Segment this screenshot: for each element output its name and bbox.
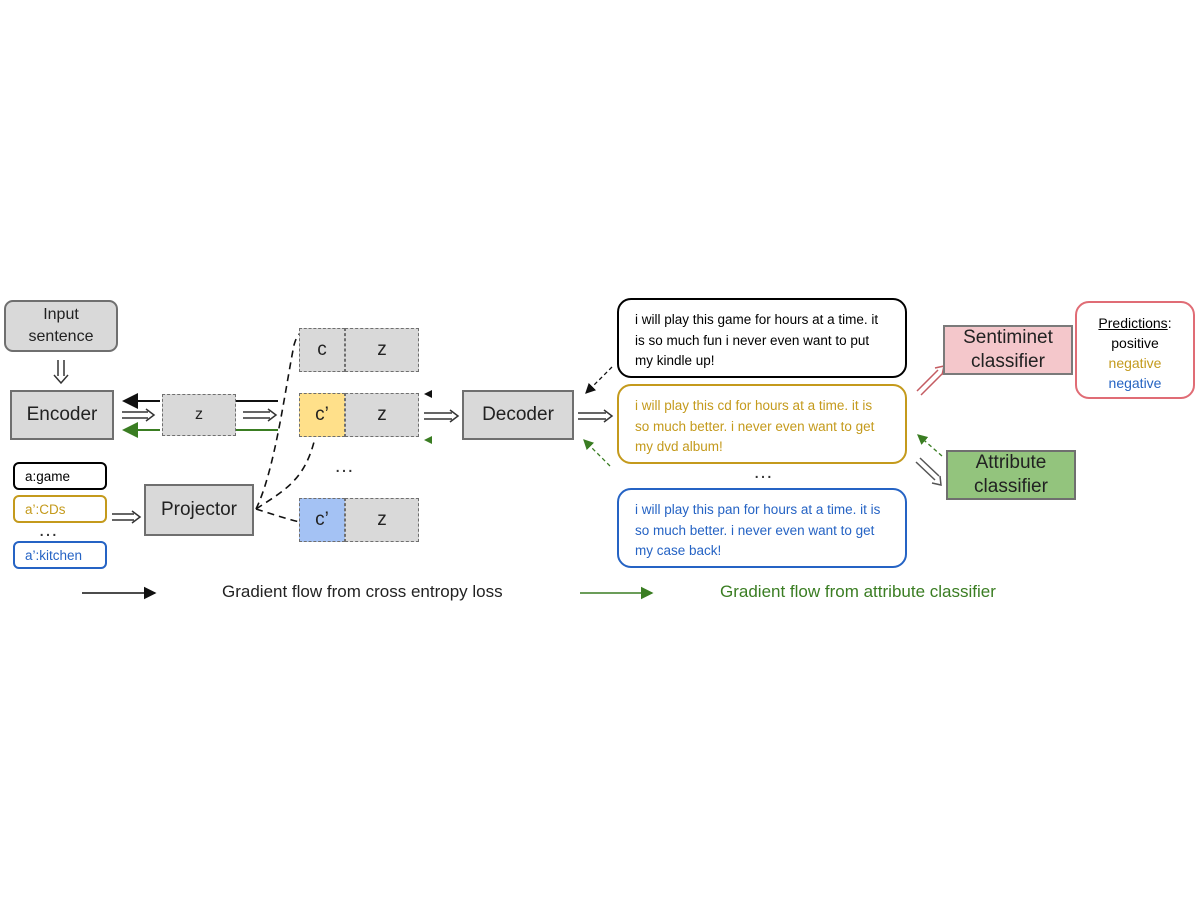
concat-z-box-middle: z bbox=[345, 393, 419, 437]
sample-kitchen: i will play this pan for hours at a time… bbox=[617, 488, 907, 568]
projector-box: Projector bbox=[144, 484, 254, 536]
projector-to-c-dashed bbox=[255, 331, 303, 510]
sentiment-classifier-box: Sentiminet classifier bbox=[943, 325, 1073, 375]
z-label-top: z bbox=[377, 339, 387, 360]
input-to-encoder-arrow bbox=[53, 360, 69, 385]
gradient-black-tip bbox=[424, 390, 432, 398]
attribute-game-label: a:game bbox=[25, 468, 71, 484]
sample-kitchen-text: i will play this pan for hours at a time… bbox=[635, 502, 881, 558]
gradient-green-from-attribute-classifier bbox=[917, 434, 943, 457]
sample-to-sentiment-arrow bbox=[916, 365, 945, 396]
attribute-game: a:game bbox=[13, 462, 107, 490]
sample-game: i will play this game for hours at a tim… bbox=[617, 298, 907, 378]
concat-c-prime-yellow-box: c’ bbox=[299, 393, 345, 437]
projector-to-c-prime-blue-dashed bbox=[255, 508, 301, 523]
encoder-to-z-arrow bbox=[122, 408, 156, 422]
legend-green-label: Gradient flow from attribute classifier bbox=[720, 582, 996, 601]
sample-cds: i will play this cd for hours at a time.… bbox=[617, 384, 907, 464]
c-label: c bbox=[317, 339, 327, 360]
predictions-title: Predictions bbox=[1098, 315, 1168, 331]
latent-z-label: z bbox=[195, 406, 203, 423]
sample-cds-text: i will play this cd for hours at a time.… bbox=[635, 398, 875, 454]
decoder-box: Decoder bbox=[462, 390, 574, 440]
input-sentence-label: Input sentence bbox=[28, 306, 94, 345]
input-sentence-box: Input sentence bbox=[4, 300, 118, 352]
prediction-positive: positive bbox=[1111, 335, 1159, 351]
attributes-to-projector-arrow bbox=[112, 510, 142, 524]
concat-to-decoder-arrow bbox=[424, 409, 460, 423]
latent-z-box: z bbox=[162, 394, 236, 436]
decoder-to-samples-arrow bbox=[578, 409, 614, 423]
c-prime-label-blue: c’ bbox=[315, 509, 329, 530]
z-label-middle: z bbox=[377, 404, 387, 425]
attribute-classifier-label: Attribute classifier bbox=[974, 452, 1048, 497]
samples-ellipsis: … bbox=[753, 461, 773, 483]
attribute-cds-label: a’:CDs bbox=[25, 501, 66, 517]
sample-to-attribute-arrow bbox=[915, 457, 942, 486]
encoder-box: Encoder bbox=[10, 390, 114, 440]
prediction-negative-blue: negative bbox=[1108, 375, 1162, 391]
decoder-label: Decoder bbox=[482, 404, 554, 425]
predictions-box: Predictions: positive negative negative bbox=[1075, 301, 1195, 399]
predictions-colon: : bbox=[1167, 315, 1172, 331]
z-label-bottom: z bbox=[377, 509, 387, 530]
sample-game-text: i will play this game for hours at a tim… bbox=[635, 312, 879, 368]
gradient-black-to-decoder bbox=[585, 366, 613, 394]
c-prime-label-yellow: c’ bbox=[315, 404, 329, 425]
z-to-concat-arrow bbox=[243, 408, 278, 422]
projector-label: Projector bbox=[160, 499, 238, 520]
attribute-classifier-box: Attribute classifier bbox=[946, 450, 1076, 500]
legend-black-label: Gradient flow from cross entropy loss bbox=[222, 582, 503, 601]
concat-c-box: c bbox=[299, 328, 345, 372]
attribute-cds: a’:CDs bbox=[13, 495, 107, 523]
concat-c-prime-blue-box: c’ bbox=[299, 498, 345, 542]
attribute-kitchen-label: a’:kitchen bbox=[25, 547, 83, 563]
concat-z-box-bottom: z bbox=[345, 498, 419, 542]
gradient-green-to-decoder bbox=[583, 439, 611, 467]
prediction-negative-yellow: negative bbox=[1108, 355, 1162, 371]
latent-ellipsis: … bbox=[334, 455, 354, 477]
gradient-green-tip bbox=[424, 436, 432, 444]
attribute-kitchen: a’:kitchen bbox=[13, 541, 107, 569]
sentiment-classifier-label: Sentiminet classifier bbox=[963, 327, 1053, 372]
concat-z-box-top: z bbox=[345, 328, 419, 372]
encoder-label: Encoder bbox=[26, 404, 98, 425]
attribute-ellipsis: … bbox=[38, 519, 58, 541]
